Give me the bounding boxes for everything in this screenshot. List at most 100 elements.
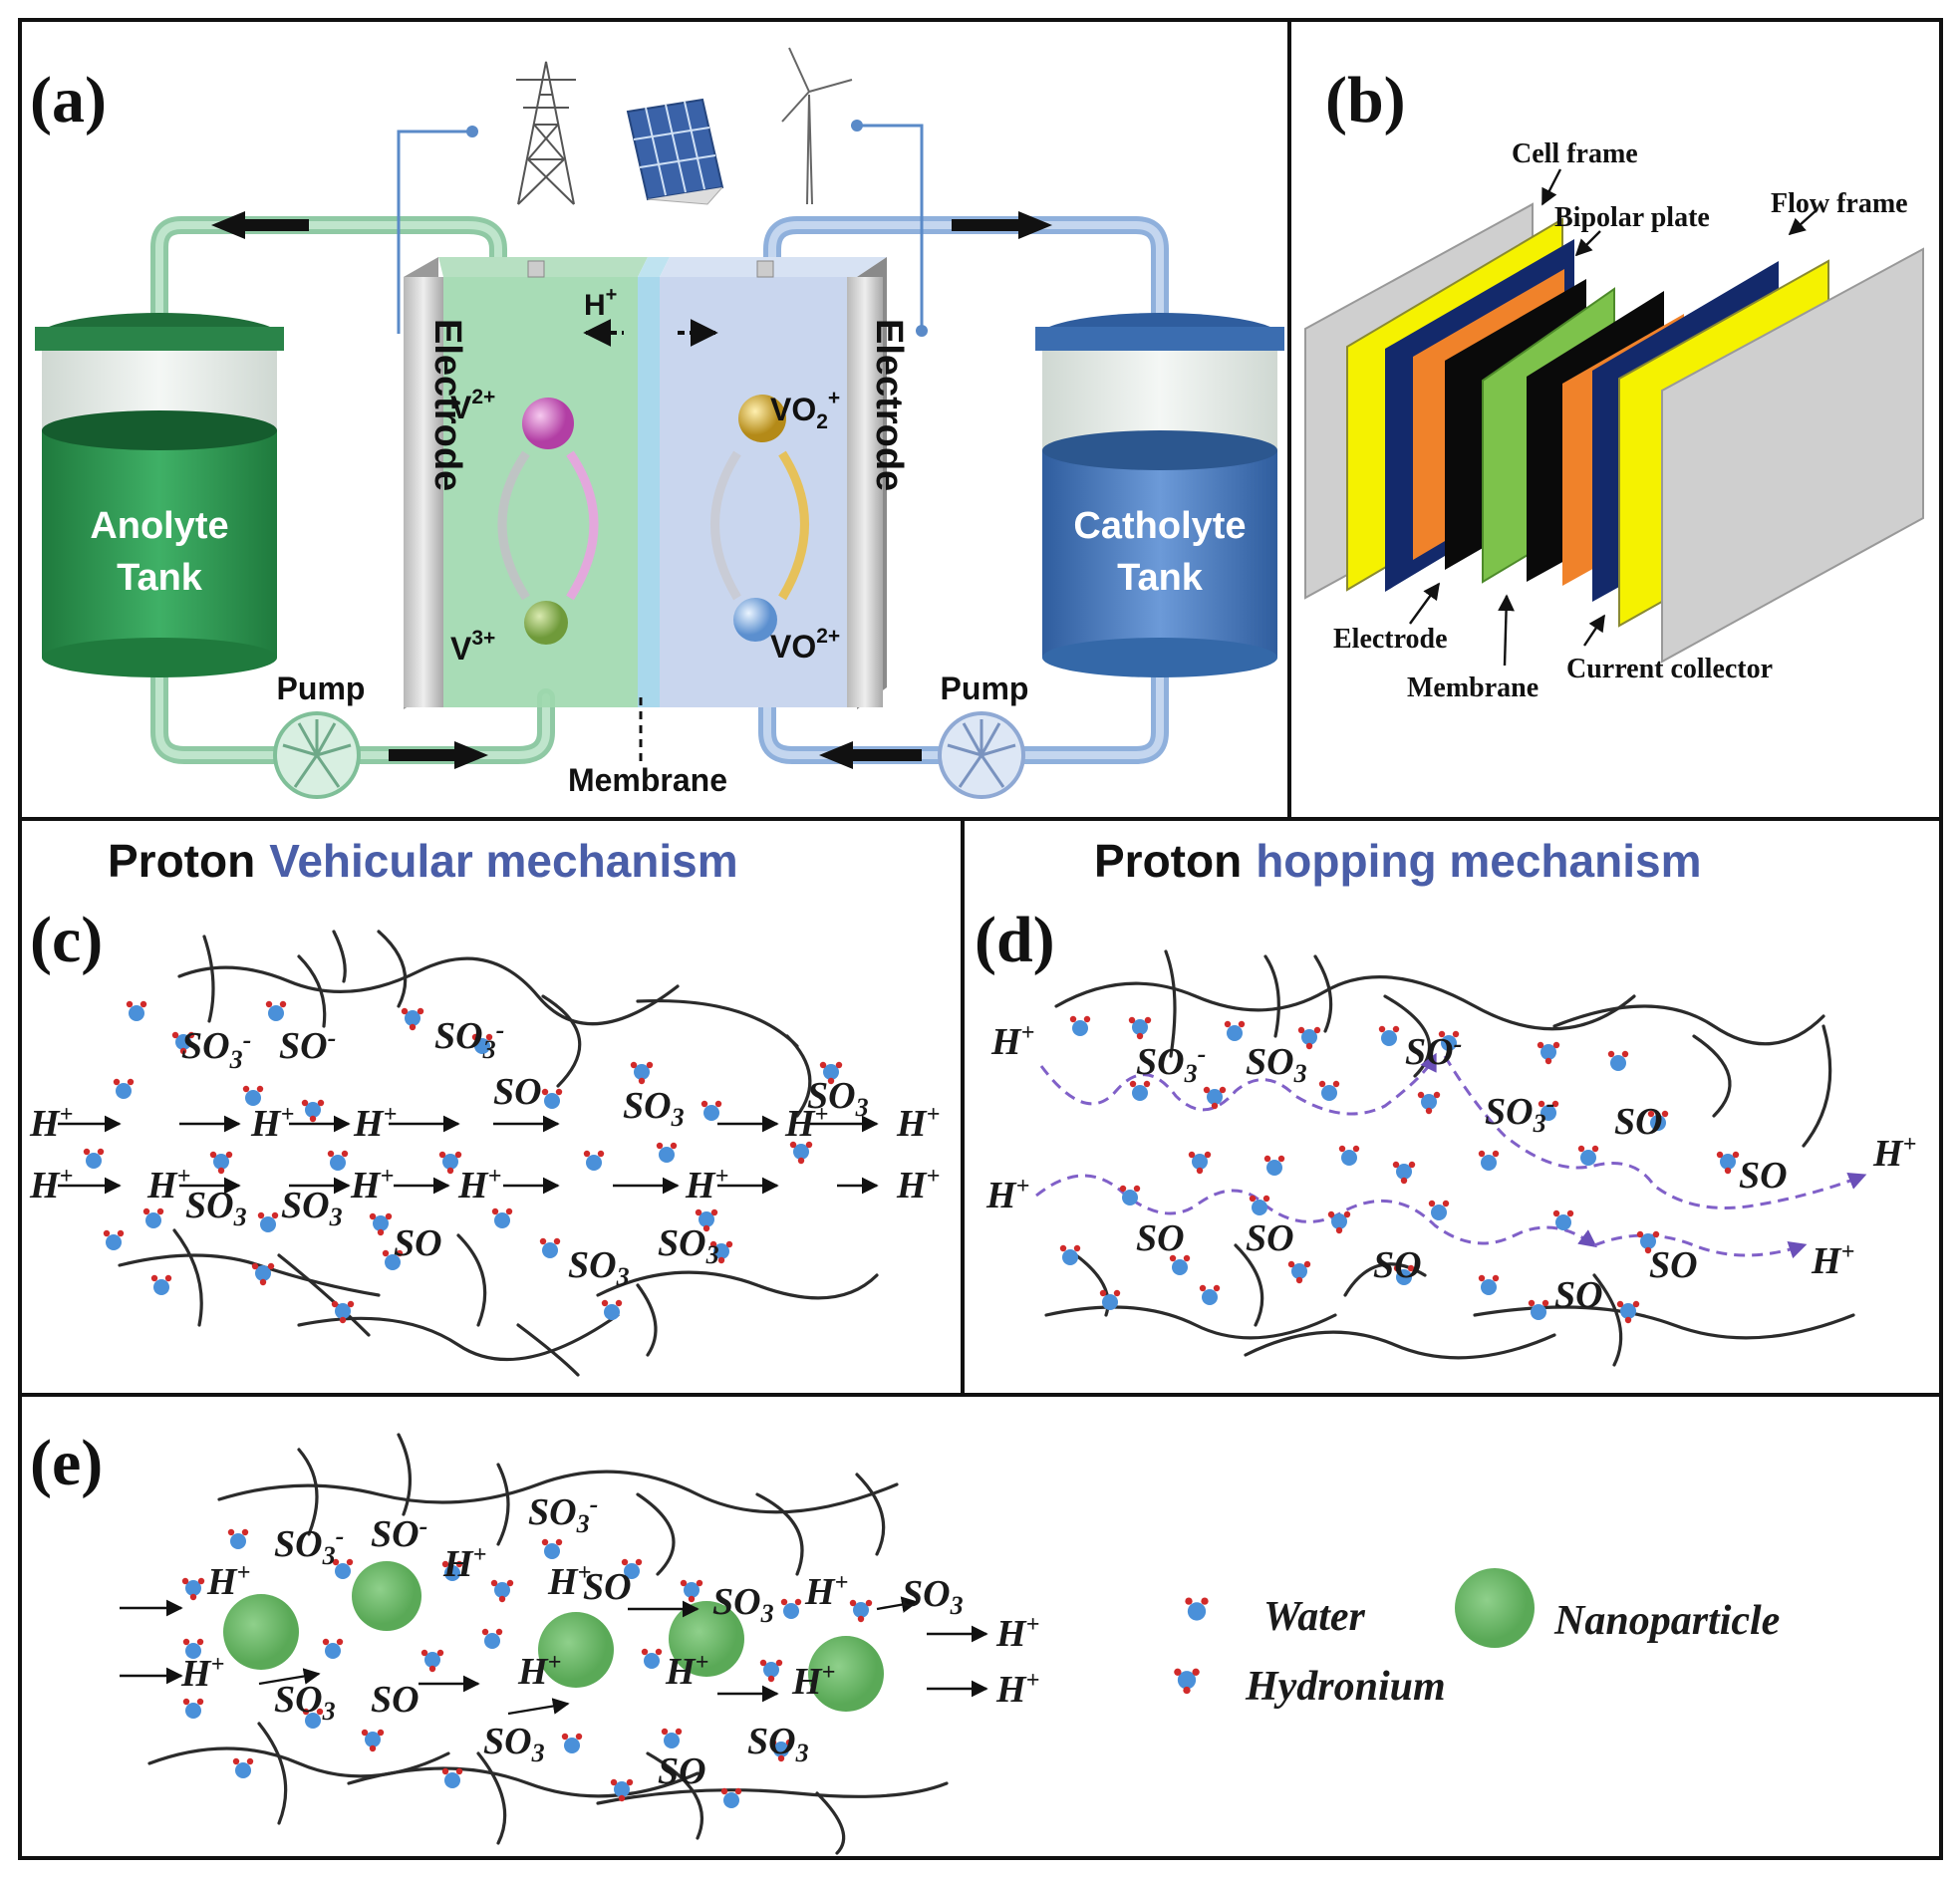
sulfonate-label: SO xyxy=(658,1750,706,1792)
sulfonate-label: SO3 xyxy=(568,1244,630,1291)
sulfonate-label: SO xyxy=(1614,1101,1663,1143)
panel-a: (a) xyxy=(30,47,1284,799)
membrane-label-b: Membrane xyxy=(1407,672,1539,703)
sulfonate-label: SO xyxy=(583,1566,632,1608)
proton-label: H+ xyxy=(985,1174,1029,1216)
catholyte-label-2: Tank xyxy=(1117,557,1204,599)
sulfonate-label: SO xyxy=(1649,1244,1698,1286)
electrode-right-label: Electrode xyxy=(868,319,910,491)
polymer-chains-c xyxy=(118,930,879,1377)
sulfonate-label: SO3- xyxy=(528,1489,598,1538)
proton-label: H+ xyxy=(1811,1239,1854,1282)
proton-label: H+ xyxy=(584,284,617,322)
v3-label: V3+ xyxy=(450,627,495,667)
sulfonate-label: SO3 xyxy=(185,1185,247,1231)
proton-label: H+ xyxy=(990,1020,1034,1063)
nanoparticle xyxy=(669,1601,744,1677)
labels-c: SO3- SO- SO3- SO SO3 SO3 SO3 SO3 SO SO3 … xyxy=(29,1015,940,1291)
proton-arrows-c xyxy=(58,1115,879,1195)
legend-hydronium-icon xyxy=(1174,1668,1200,1695)
v2-label: V2+ xyxy=(450,386,495,425)
sulfonate-label: SO xyxy=(493,1071,542,1113)
sulfonate-label: SO3- xyxy=(181,1025,251,1074)
pump-left-label: Pump xyxy=(277,670,366,706)
pump-left: Pump xyxy=(273,670,366,799)
sulfonate-label: SO xyxy=(1554,1274,1603,1316)
proton-label: H+ xyxy=(250,1102,294,1145)
sulfonate-label: SO3 xyxy=(274,1679,336,1726)
anolyte-label-2: Tank xyxy=(117,557,203,599)
sulfonate-label: SO xyxy=(394,1222,442,1264)
sulfonate-label: SO xyxy=(371,1679,420,1721)
bipolar-plate-label: Bipolar plate xyxy=(1554,202,1710,233)
sulfonate-label: SO3 xyxy=(483,1721,545,1767)
electrode-label-b: Electrode xyxy=(1333,624,1448,655)
vo2-ion xyxy=(733,598,777,642)
proton-label: H+ xyxy=(29,1164,73,1207)
wire-terminal-left xyxy=(466,126,478,137)
hop-paths xyxy=(1035,1052,1867,1259)
pump-right: Pump xyxy=(938,670,1028,799)
legend-water-label: Water xyxy=(1263,1594,1366,1640)
sulfonate-label: SO3 xyxy=(623,1085,685,1132)
panel-b-label: (b) xyxy=(1325,64,1406,136)
labels-e: SO3- SO- SO3- SO SO3 SO3 SO3 SO SO3 SO3 … xyxy=(180,1489,1039,1792)
sulfonate-label: SO3 xyxy=(658,1222,719,1269)
current-collector-label: Current collector xyxy=(1566,654,1773,684)
vo2-label: VO2+ xyxy=(770,625,840,665)
nanoparticle xyxy=(223,1594,299,1670)
sulfonate-label: SO3- xyxy=(1136,1039,1206,1088)
labels-d: SO3- SO3 SO- SO3- SO SO SO SO SO SO SO H… xyxy=(985,1020,1916,1316)
membrane-strip xyxy=(638,277,660,707)
layer-cell-frame-right xyxy=(1661,247,1924,664)
panel-d-label: (d) xyxy=(975,904,1055,976)
sulfonate-label: SO xyxy=(1739,1155,1788,1197)
nanoparticle xyxy=(538,1612,614,1688)
cell-frame-label: Cell frame xyxy=(1512,138,1638,169)
proton-label: H+ xyxy=(791,1660,835,1703)
proton-label: H+ xyxy=(1872,1132,1916,1175)
transmission-tower-icon xyxy=(516,61,576,205)
proton-label: H+ xyxy=(29,1102,73,1145)
sulfonate-label: SO3 xyxy=(902,1573,964,1620)
panel-b: (b) Cell frame Bipolar plate Flow frame … xyxy=(1304,64,1924,703)
sulfonate-label: SO3- xyxy=(1485,1089,1554,1138)
legend: Water Hydronium Nanoparticle xyxy=(1174,1568,1780,1710)
legend-nanoparticle-label: Nanoparticle xyxy=(1553,1598,1780,1644)
sulfonate-label: SO- xyxy=(371,1511,427,1555)
v2-ion xyxy=(522,398,574,449)
sulfonate-label: SO xyxy=(1246,1217,1294,1259)
panel-e: (e) xyxy=(30,1427,1780,1855)
proton-label: H+ xyxy=(457,1164,501,1207)
stack-leaders xyxy=(1409,168,1819,667)
proton-label: H+ xyxy=(547,1560,591,1603)
wind-turbine-icon xyxy=(781,47,853,205)
proton-label: H+ xyxy=(517,1650,561,1693)
sulfonate-label: SO3- xyxy=(274,1521,344,1570)
proton-label: H+ xyxy=(784,1102,828,1145)
flow-frame-label: Flow frame xyxy=(1771,188,1908,219)
panel-e-label: (e) xyxy=(30,1427,103,1499)
proton-label: H+ xyxy=(353,1102,397,1145)
v3-ion xyxy=(524,601,568,645)
wire-terminal-right xyxy=(851,120,863,132)
proton-arrows-e xyxy=(120,1596,988,1716)
proton-label: H+ xyxy=(804,1570,848,1613)
sulfonate-label: SO3- xyxy=(434,1015,504,1064)
sulfonate-label: SO3 xyxy=(712,1581,774,1628)
proton-label: H+ xyxy=(665,1650,708,1693)
vo2plus-label: VO2+ xyxy=(770,387,840,433)
proton-label: H+ xyxy=(896,1164,940,1207)
proton-label: H+ xyxy=(206,1560,250,1603)
proton-label: H+ xyxy=(442,1542,486,1585)
polymer-chains-e xyxy=(147,1433,949,1855)
sulfonate-label: SO3 xyxy=(747,1721,809,1767)
sulfonate-label: SO xyxy=(1373,1244,1422,1286)
nanoparticles xyxy=(223,1561,884,1712)
wire-terminal-electrode xyxy=(916,325,928,337)
nanoparticle xyxy=(352,1561,421,1631)
